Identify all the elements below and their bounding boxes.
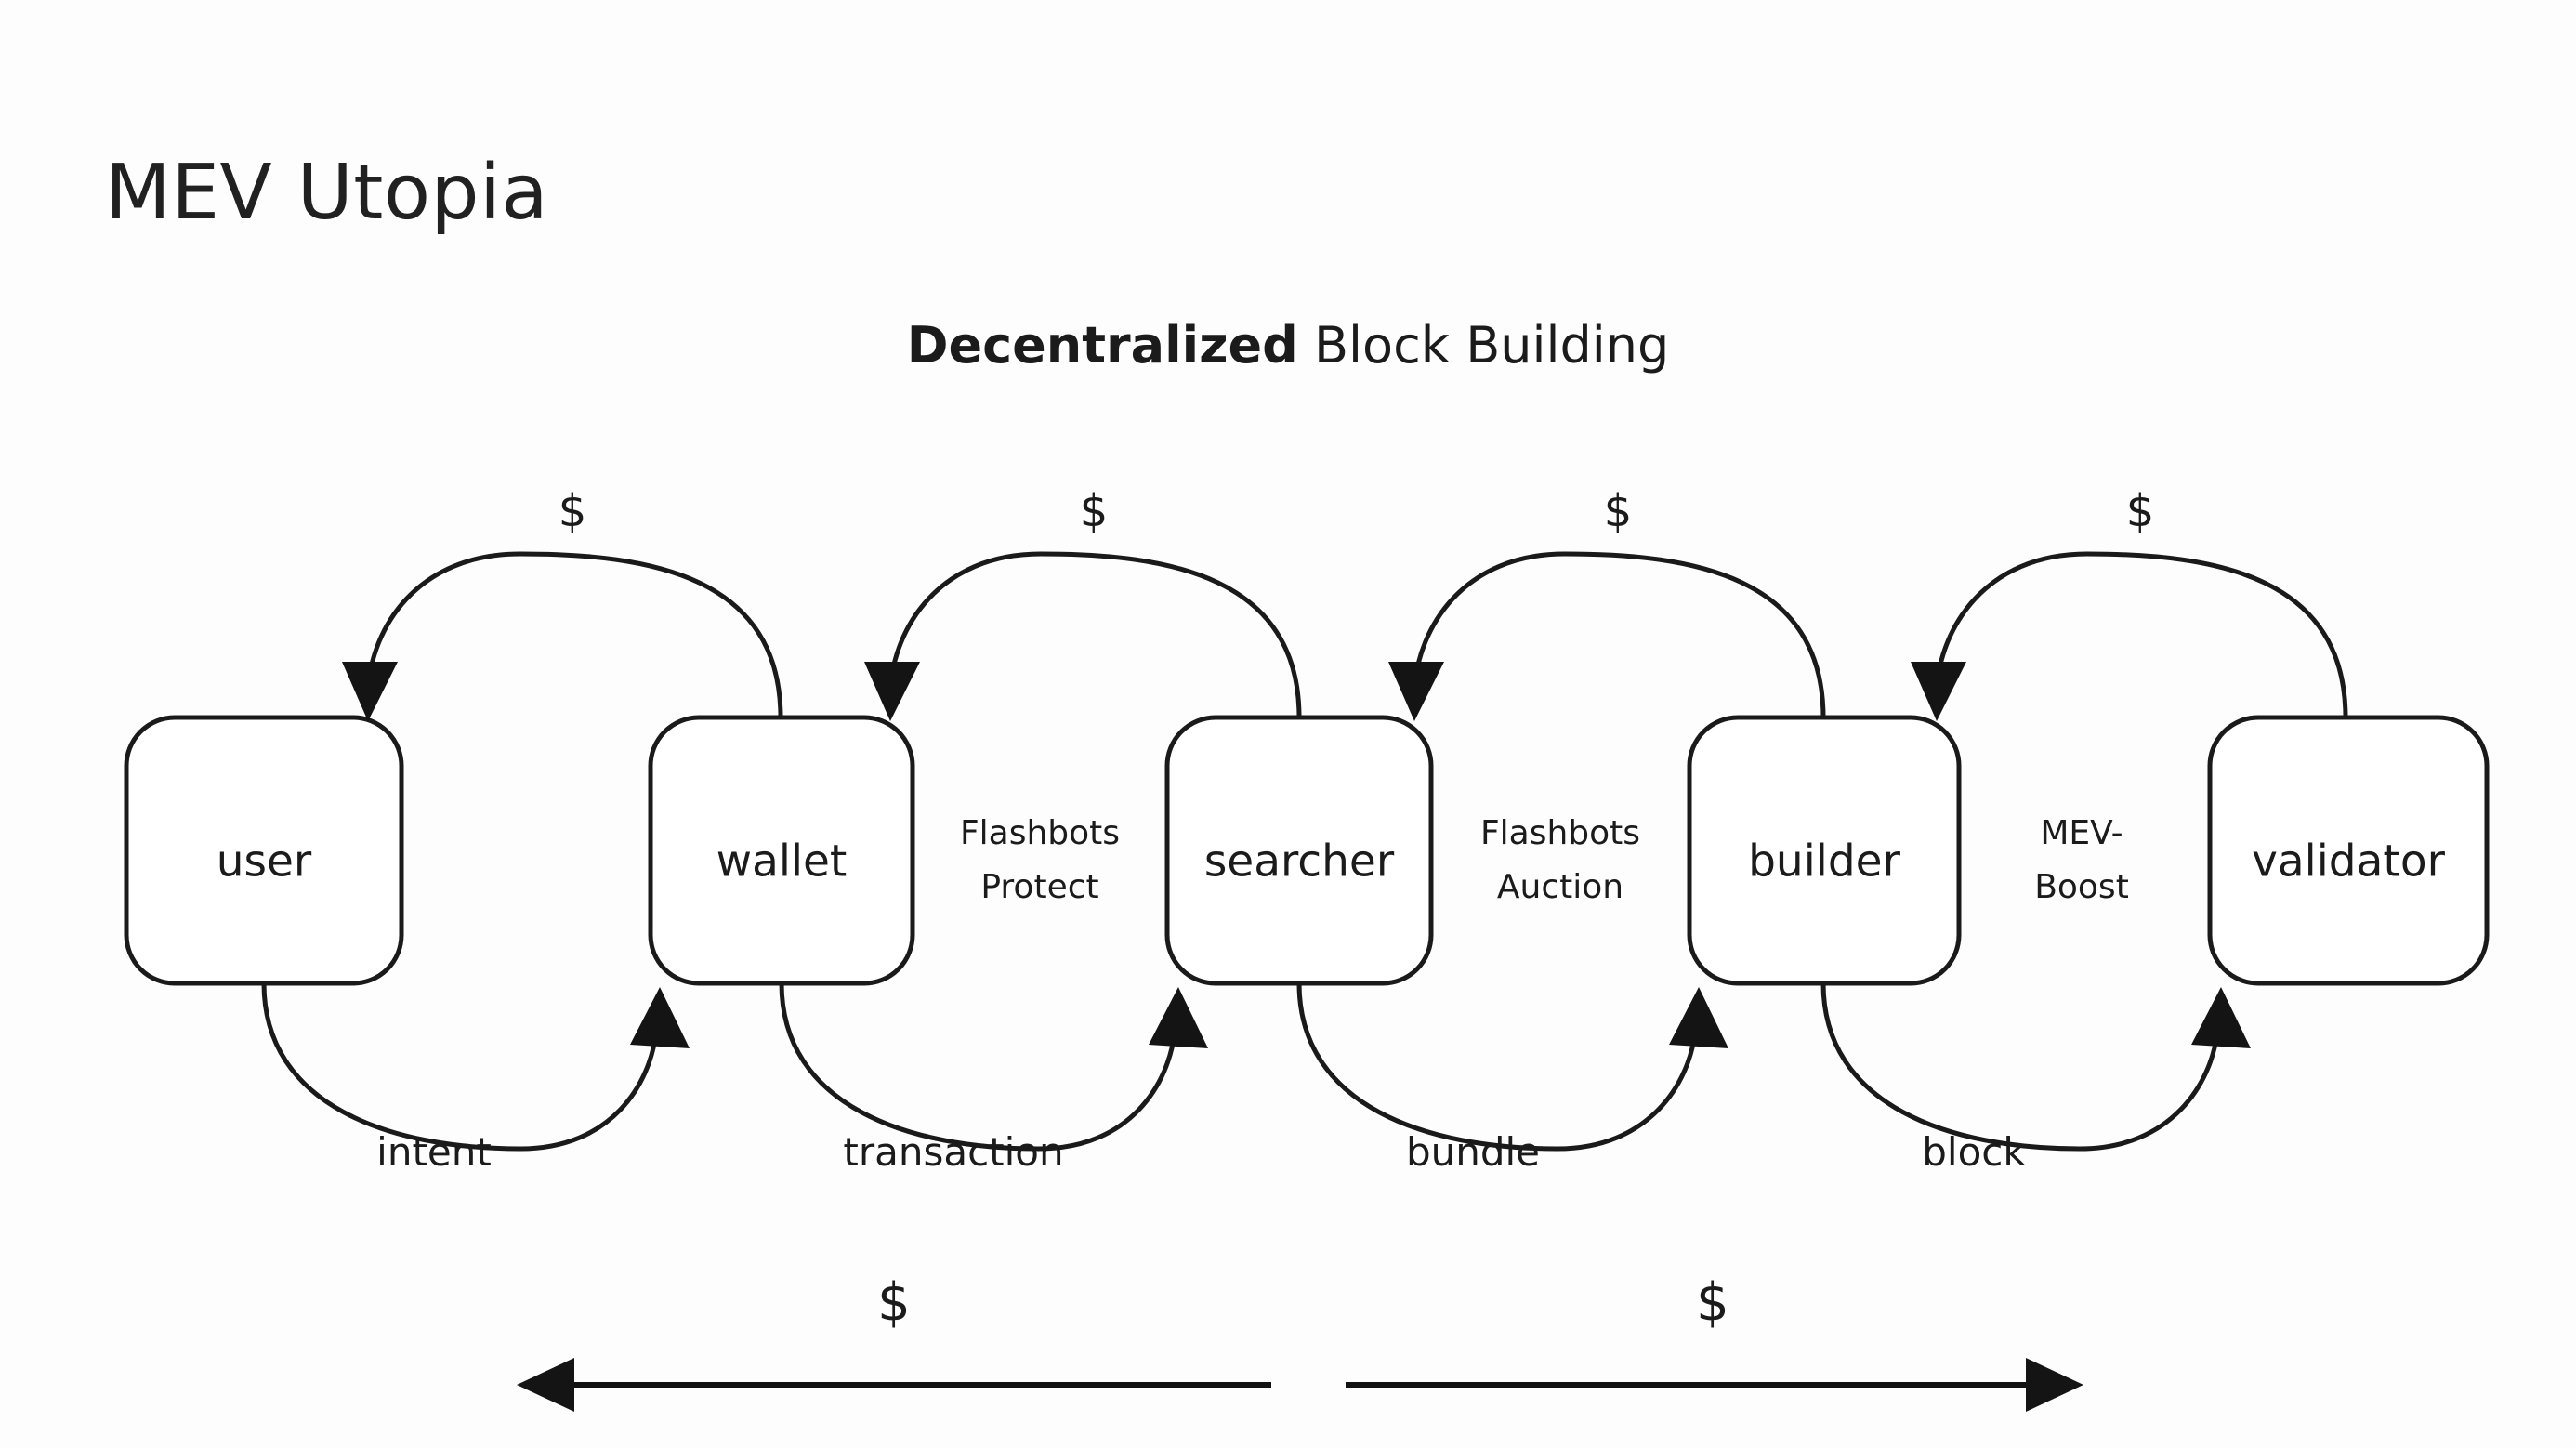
edge-flow-bundle-path (1296, 982, 1698, 1152)
diagram-heading-bold: Decentralized (906, 316, 1298, 375)
arrowhead-payment-builder-to-searcher (1388, 662, 1444, 721)
gap-label-flashbots-protect-line2: Protect (980, 868, 1098, 906)
node-validator-box[interactable] (2207, 715, 2490, 986)
node-builder[interactable]: builder (1687, 715, 1962, 986)
diagram-heading: Decentralized Block Building (0, 316, 2576, 375)
summary-flow-right: $ (1346, 1272, 2083, 1412)
edge-payment-wallet-to-user-path (365, 551, 783, 718)
summary-flow-left: $ (517, 1272, 1271, 1412)
node-builder-label: builder (1748, 836, 1900, 888)
node-searcher[interactable]: searcher (1164, 715, 1434, 986)
edge-payment-searcher-to-wallet: $ (864, 485, 1302, 721)
payment-label-validator-to-builder: $ (2126, 485, 2155, 537)
payment-label-wallet-to-user: $ (559, 485, 587, 537)
arrowhead-payment-wallet-to-user (342, 662, 398, 721)
edge-payment-builder-to-searcher-path (1412, 551, 1826, 718)
edge-flow-intent-path (261, 982, 659, 1152)
summary-flow-left-label: $ (877, 1272, 911, 1333)
edge-flow-transaction: transaction (779, 982, 1208, 1175)
flow-label-block: block (1922, 1129, 2026, 1175)
edge-flow-bundle: bundle (1296, 982, 1728, 1175)
flow-label-transaction: transaction (843, 1129, 1063, 1175)
edge-flow-block: block (1820, 982, 2251, 1175)
gap-label-flashbots-protect-line1: Flashbots (960, 814, 1120, 852)
summary-flow-right-label: $ (1696, 1272, 1729, 1333)
arrowhead-payment-validator-to-builder (1911, 662, 1966, 721)
gap-label-mev-boost-line2: Boost (2034, 868, 2129, 906)
gap-label-mev-boost-line1: MEV- (2040, 814, 2123, 852)
node-wallet-label: wallet (716, 836, 848, 888)
gap-label-mev-boost: MEV- Boost (2034, 814, 2129, 906)
flow-label-bundle: bundle (1406, 1129, 1540, 1175)
node-validator[interactable]: validator (2207, 715, 2490, 986)
edge-flow-block-path (1820, 982, 2220, 1152)
edge-flow-intent: intent (261, 982, 690, 1175)
node-wallet[interactable]: wallet (648, 715, 915, 986)
page-title: MEV Utopia (105, 149, 549, 237)
gap-label-flashbots-auction-line2: Auction (1497, 868, 1623, 906)
arrowhead-summary-flow-right (2026, 1358, 2083, 1412)
edge-payment-builder-to-searcher: $ (1388, 485, 1826, 721)
payment-label-builder-to-searcher: $ (1604, 485, 1633, 537)
edge-payment-validator-to-builder: $ (1911, 485, 2348, 721)
edge-payment-searcher-to-wallet-path (887, 551, 1302, 718)
edge-payment-validator-to-builder-path (1934, 551, 2348, 718)
gap-label-flashbots-protect: Flashbots Protect (960, 814, 1120, 906)
arrowhead-flow-intent (630, 987, 690, 1048)
arrowhead-summary-flow-left (517, 1358, 574, 1412)
node-user[interactable]: user (124, 715, 404, 986)
arrowhead-flow-transaction (1149, 987, 1208, 1048)
edge-flow-transaction-path (779, 982, 1177, 1152)
payment-label-searcher-to-wallet: $ (1080, 485, 1109, 537)
arrowhead-flow-block (2191, 987, 2251, 1048)
gap-label-flashbots-auction-line1: Flashbots (1480, 814, 1640, 852)
edge-payment-wallet-to-user: $ (342, 485, 783, 721)
node-searcher-label: searcher (1204, 836, 1395, 888)
node-validator-label: validator (2252, 836, 2446, 888)
arrowhead-flow-bundle (1669, 987, 1728, 1048)
diagram-heading-regular: Block Building (1297, 316, 1670, 375)
node-user-label: user (217, 836, 312, 888)
arrowhead-payment-searcher-to-wallet (864, 662, 920, 721)
flow-label-intent: intent (376, 1129, 492, 1175)
gap-label-flashbots-auction: Flashbots Auction (1480, 814, 1640, 906)
